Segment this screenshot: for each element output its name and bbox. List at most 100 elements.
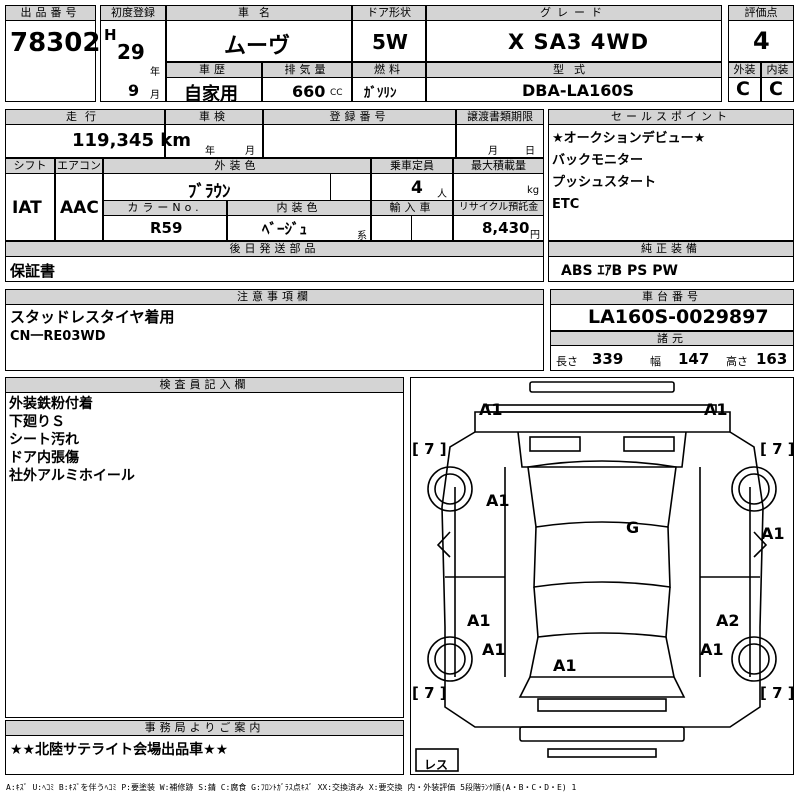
recycle-unit: 円 bbox=[530, 230, 540, 241]
damage-mark: A1 bbox=[700, 640, 724, 659]
note-line: CN一RE03WD bbox=[10, 329, 106, 344]
fuel-label: 燃料 bbox=[352, 62, 426, 78]
damage-mark: G bbox=[626, 518, 640, 537]
ac-label: エアコン bbox=[55, 158, 103, 174]
capacity: 4 bbox=[411, 178, 423, 198]
length: 339 bbox=[592, 350, 624, 368]
recycle-label: リサイクル預託金 bbox=[453, 200, 544, 216]
spec-label: 諸元 bbox=[550, 331, 794, 346]
int-color-suffix: 系 bbox=[357, 231, 367, 242]
car-name: ムーヴ bbox=[224, 34, 291, 59]
damage-mark: A1 bbox=[479, 400, 503, 419]
damage-mark: A1 bbox=[704, 400, 728, 419]
tire-bracket-fl: [ 7 ] bbox=[412, 440, 447, 458]
damage-mark: A1 bbox=[761, 524, 785, 543]
ext-color: ﾌﾞﾗｳﾝ bbox=[188, 182, 231, 202]
inspector-line: ドア内張傷 bbox=[9, 450, 79, 466]
history-label: 車歴 bbox=[166, 62, 262, 78]
model-box bbox=[426, 77, 722, 102]
equipment-box bbox=[548, 256, 794, 282]
score: 4 bbox=[753, 27, 770, 55]
lot-number: 78302 bbox=[10, 28, 101, 58]
office-label: 事務局よりご案内 bbox=[5, 720, 404, 736]
inspector-label: 検査員記入欄 bbox=[5, 377, 404, 393]
sales-points-label: セールスポイント bbox=[548, 109, 794, 125]
office-notice: ★★北陸サテライト会場出品車★★ bbox=[10, 742, 229, 758]
notes-list: スタッドレスタイヤ着用 CN一RE03WD bbox=[10, 307, 175, 347]
sales-point-item: バックモニター bbox=[552, 153, 644, 168]
interior-box bbox=[761, 77, 794, 102]
door-label: ドア形状 bbox=[352, 5, 426, 21]
spec-box bbox=[550, 345, 794, 371]
damage-mark: A1 bbox=[553, 656, 577, 675]
tire-depth: 7 bbox=[772, 684, 783, 702]
sales-point-item: プッシュスタート bbox=[552, 175, 657, 190]
displacement-unit: CC bbox=[330, 88, 343, 98]
lot-box bbox=[5, 20, 96, 102]
mileage: 119,345 km bbox=[72, 130, 191, 151]
grade-box bbox=[426, 20, 722, 62]
width-label: 幅 bbox=[650, 355, 661, 368]
reg-month: 9 bbox=[128, 81, 140, 100]
first-reg-box bbox=[100, 20, 166, 102]
interior-label: 内装 bbox=[761, 62, 794, 78]
grade-label: グレード bbox=[426, 5, 722, 21]
capacity-unit: 人 bbox=[437, 189, 447, 200]
equipment: ABS ｴｱB PS PW bbox=[561, 263, 678, 279]
damage-mark: A1 bbox=[486, 491, 510, 510]
lot-label: 出品番号 bbox=[5, 5, 96, 21]
ext-color-label: 外装色 bbox=[103, 158, 371, 174]
chassis-box bbox=[550, 304, 794, 331]
car-name-box bbox=[166, 20, 352, 62]
inspection-month-unit: 月 bbox=[245, 146, 255, 157]
exterior-label: 外装 bbox=[728, 62, 761, 78]
recycle: 8,430 bbox=[482, 219, 530, 237]
inspector-line: 社外アルミホイール bbox=[9, 468, 135, 484]
recycle-box bbox=[453, 215, 544, 241]
damage-mark: A1 bbox=[467, 611, 491, 630]
displacement-box bbox=[262, 77, 352, 102]
import-label: 輸入車 bbox=[371, 200, 453, 216]
damage-mark: A1 bbox=[482, 640, 506, 659]
shift: IAT bbox=[12, 198, 42, 218]
tire-depth: 7 bbox=[424, 440, 435, 458]
fuel: ｶﾞｿﾘﾝ bbox=[364, 86, 397, 101]
score-box bbox=[728, 20, 794, 62]
notes-label: 注意事項欄 bbox=[5, 289, 544, 305]
inspector-list: 外装鉄粉付着 下廻りＳ シート汚れ ドア内張傷 社外アルミホイール bbox=[9, 395, 135, 485]
reg-month-unit: 月 bbox=[150, 90, 160, 101]
later-parts-box bbox=[5, 256, 544, 282]
damage-mark: A2 bbox=[716, 611, 740, 630]
reg-year: 29 bbox=[117, 40, 145, 64]
history-box bbox=[166, 77, 262, 102]
int-color-label: 内装色 bbox=[227, 200, 371, 216]
transfer-month-unit: 月 bbox=[488, 146, 498, 157]
inspection-label: 車検 bbox=[165, 109, 263, 125]
displacement-label: 排気量 bbox=[262, 62, 352, 78]
load-unit: kg bbox=[527, 185, 540, 196]
later-parts-label: 後日発送部品 bbox=[5, 241, 544, 257]
fuel-box bbox=[352, 77, 426, 102]
tire-bracket-rl: [ 7 ] bbox=[412, 684, 447, 702]
interior-grade: C bbox=[769, 78, 783, 100]
car-diagram-frame bbox=[410, 377, 794, 775]
legend: A:ｷｽﾞ U:ﾍｺﾐ B:ｷｽﾞを伴うﾍｺﾐ P:要塗装 W:補修跡 S:錆 … bbox=[6, 783, 577, 792]
color-no-box bbox=[103, 215, 227, 241]
inspector-box bbox=[5, 392, 404, 718]
shift-label: シフト bbox=[5, 158, 55, 174]
transfer-label: 譲渡書類期限 bbox=[456, 109, 544, 125]
inspection-year-unit: 年 bbox=[205, 146, 215, 157]
ac: AAC bbox=[60, 198, 99, 218]
car-diagram bbox=[415, 381, 777, 772]
history: 自家用 bbox=[184, 84, 238, 105]
sales-point-item: ETC bbox=[552, 197, 580, 212]
height-label: 高さ bbox=[726, 355, 748, 368]
car-name-label: 車名 bbox=[166, 5, 352, 21]
score-label: 評価点 bbox=[728, 5, 794, 21]
displacement: 660 bbox=[292, 82, 326, 101]
int-color: ﾍﾞｰｼﾞｭ bbox=[262, 220, 308, 238]
chassis-label: 車台番号 bbox=[550, 289, 794, 305]
transfer-box bbox=[456, 124, 544, 158]
width: 147 bbox=[678, 350, 710, 368]
transfer-day-unit: 日 bbox=[525, 146, 535, 157]
